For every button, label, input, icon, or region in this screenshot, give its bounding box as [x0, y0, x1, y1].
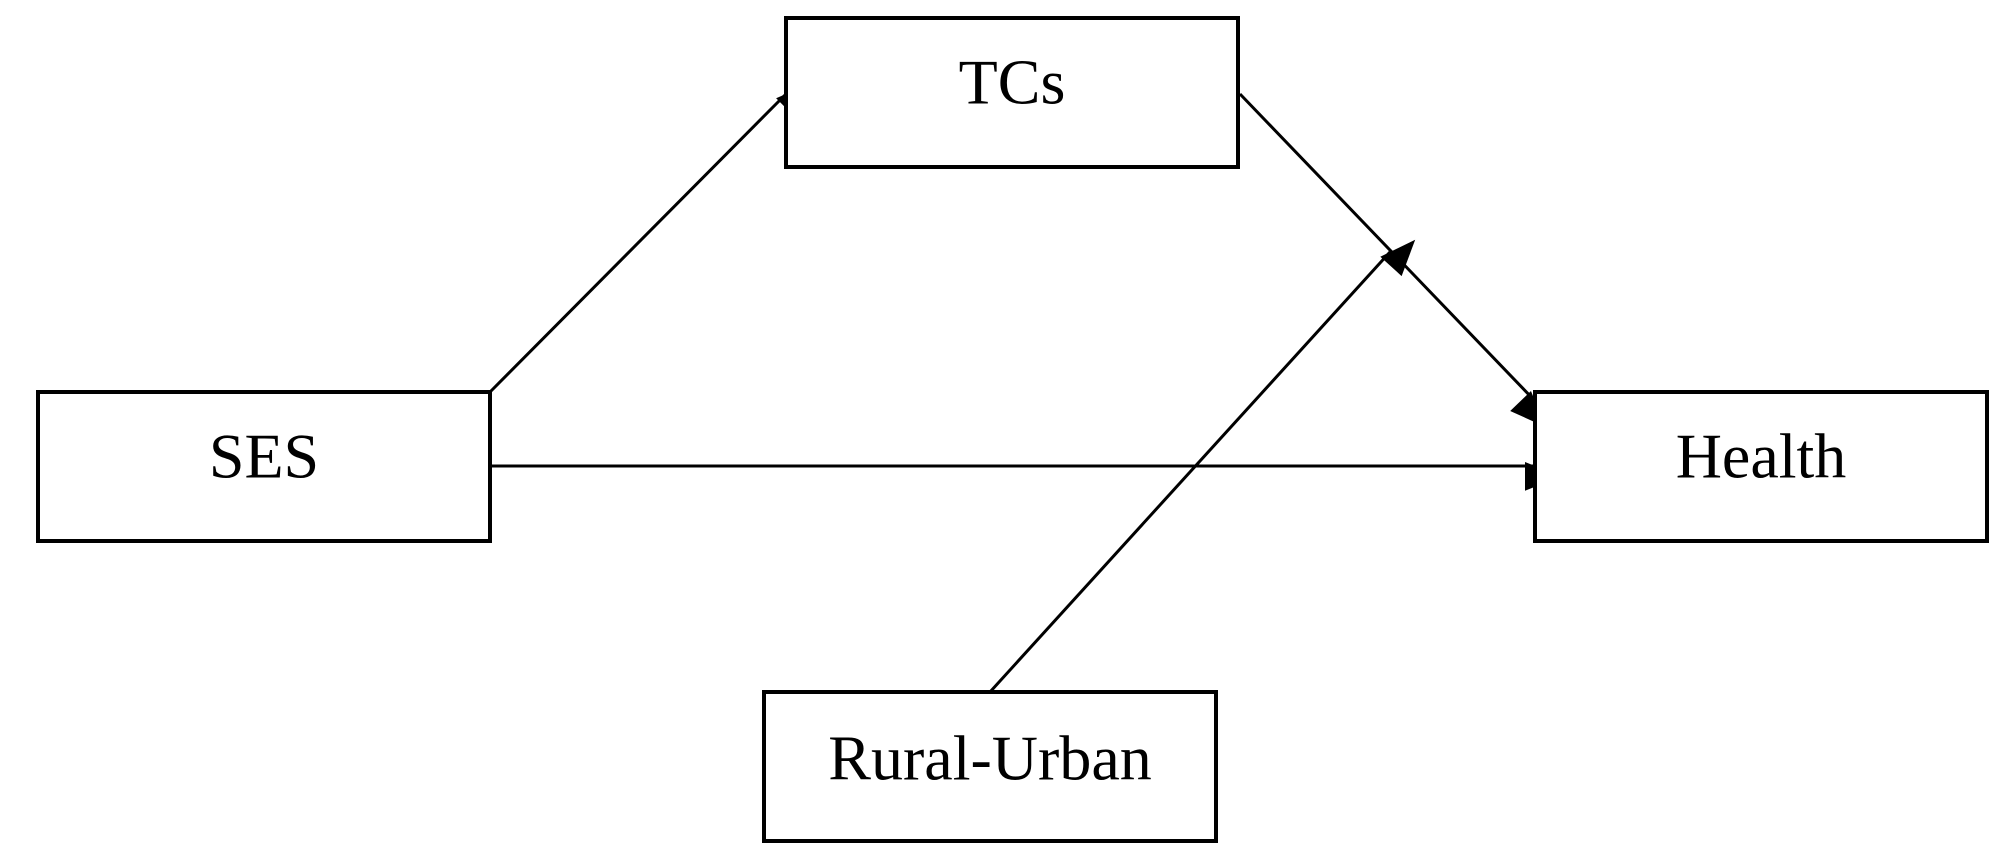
node-tcs-box [784, 16, 1240, 169]
node-health-label: Health [1676, 421, 1847, 492]
node-health-box [1533, 390, 1989, 543]
edge-rural-urban-moderation [988, 239, 1416, 694]
node-ses-label: SES [209, 421, 319, 492]
edge-ses-to-tcs [488, 82, 812, 394]
node-health: Health [1533, 390, 1989, 543]
node-rural-urban-label: Rural-Urban [828, 723, 1151, 794]
node-ses: SES [36, 390, 492, 543]
node-tcs: TCs [784, 16, 1240, 169]
node-tcs-label: TCs [959, 47, 1066, 118]
edge-tcs-to-health [1238, 92, 1546, 427]
node-rural-urban-box [762, 690, 1218, 843]
node-rural-urban: Rural-Urban [762, 690, 1218, 843]
node-ses-box [36, 390, 492, 543]
